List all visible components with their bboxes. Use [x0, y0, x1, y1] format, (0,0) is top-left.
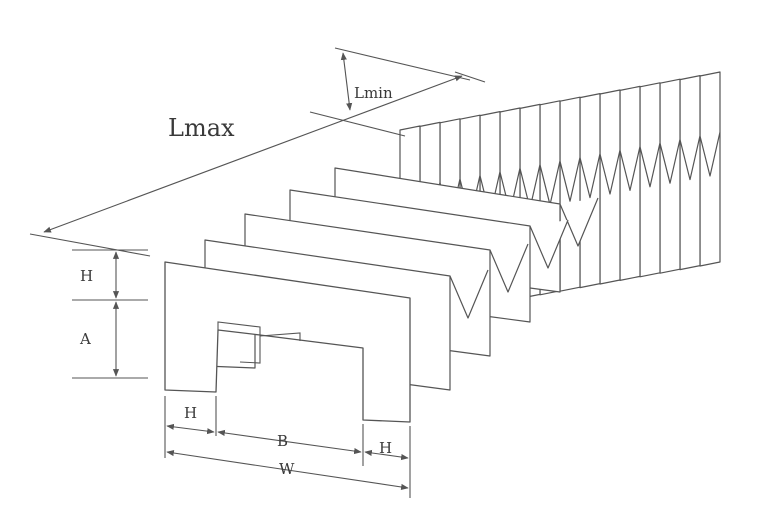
fold-valley [599, 149, 621, 195]
label-w: W [279, 460, 295, 478]
label-b: B [277, 432, 288, 450]
width-dimensions [164, 396, 411, 498]
lmin-dimension [309, 47, 471, 137]
fold-valley [699, 131, 721, 177]
label-h-top: H [80, 267, 93, 285]
label-lmax: Lmax [168, 114, 235, 142]
fold-valley [559, 157, 581, 202]
front-profile-plate [164, 261, 411, 423]
pleat-valley [449, 269, 489, 319]
fold-valley [619, 146, 641, 191]
pleat-valley [559, 197, 599, 247]
label-h-left: H [184, 404, 197, 422]
label-a: A [79, 330, 91, 348]
height-dimensions [72, 249, 148, 379]
pleat-valley [489, 243, 529, 293]
label-lmin: Lmin [354, 84, 393, 102]
fold-valley [639, 142, 661, 188]
lmax-dimension [29, 71, 486, 257]
pleat-valley [529, 219, 569, 269]
fold-valley [679, 135, 701, 181]
label-h-right: H [379, 439, 392, 457]
fold-valley [579, 153, 601, 199]
fold-valley [659, 139, 681, 184]
